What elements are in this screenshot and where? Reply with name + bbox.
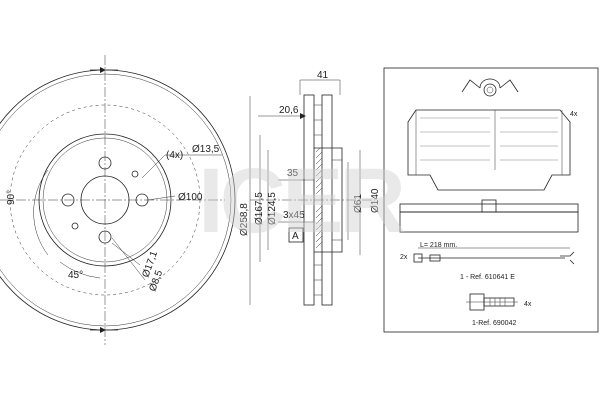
dia-124-label: Ø124,5 xyxy=(267,192,278,225)
hole-8-label: Ø8,5 xyxy=(147,268,165,293)
brake-pad xyxy=(407,109,571,191)
dia-140-label: Ø140 xyxy=(370,188,381,213)
section-marker-box xyxy=(288,227,304,243)
spring-clip xyxy=(461,78,519,93)
small-hole xyxy=(131,170,139,178)
height-35-label: 35 xyxy=(287,168,299,179)
small-hole xyxy=(71,222,79,230)
bolt-ref-label: 1-Ref. 690042 xyxy=(472,320,516,327)
pcd-label: Ø100 xyxy=(178,192,203,203)
sensor-ref-label: 1 - Ref. 610641 E xyxy=(460,274,515,281)
pad-qty-label: 4x xyxy=(570,111,578,118)
pad-panel-frame xyxy=(383,67,599,333)
disc-section-view xyxy=(249,79,375,306)
dia-61-label: Ø61 xyxy=(353,194,364,213)
sensor-qty-label: 2x xyxy=(400,254,408,261)
pad-friction-side xyxy=(399,211,579,233)
sensor-length-label: L= 218 mm. xyxy=(420,242,457,249)
disc-front-view xyxy=(0,55,236,345)
bolt-qty-label: 4x xyxy=(524,301,532,308)
wear-sensor xyxy=(413,247,575,265)
chamfer-label: 3x45 xyxy=(283,210,305,221)
angle-90-label: 90° xyxy=(6,190,17,205)
thickness-flange-label: 20,6 xyxy=(279,105,299,116)
guide-bolt xyxy=(466,293,518,311)
thickness-total-label: 41 xyxy=(317,70,329,81)
pad-backing-plate xyxy=(399,203,579,213)
bolt-spec-label: (4x) xyxy=(166,150,183,161)
dia-258-label: Ø258,8 xyxy=(239,203,250,236)
angle-45-label: 45° xyxy=(68,270,83,281)
dia-167-label: Ø167,5 xyxy=(254,192,265,225)
bolt-hole-dia-label: Ø13,5 xyxy=(192,144,220,155)
section-marker-label: A xyxy=(292,231,299,242)
brand-watermark: ICER xyxy=(198,150,404,252)
hub-outline xyxy=(38,133,172,267)
pad-panel xyxy=(383,67,599,333)
center-bore xyxy=(80,175,130,225)
